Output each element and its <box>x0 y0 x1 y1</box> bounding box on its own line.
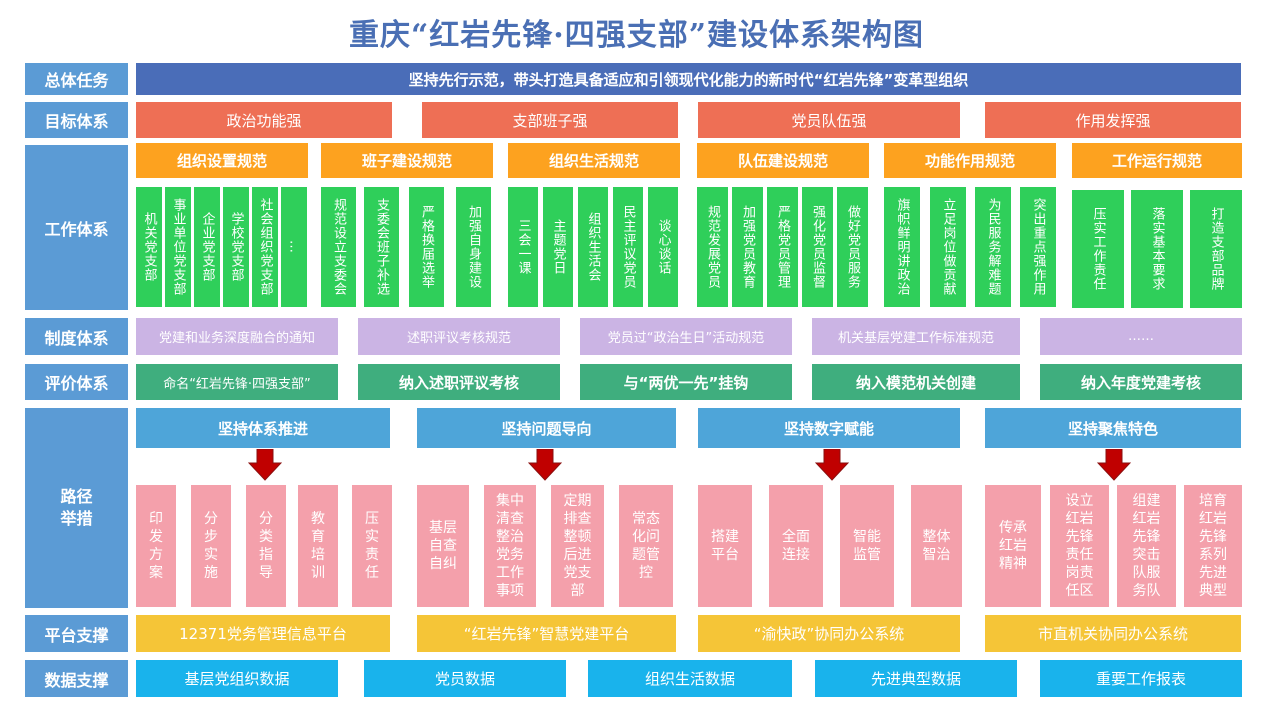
work-item: 打造支部品牌 <box>1190 190 1242 308</box>
data-box: 组织生活数据 <box>588 660 792 697</box>
work-item: 组织生活会 <box>578 187 608 307</box>
row-header-eval: 评价体系 <box>25 364 128 400</box>
path-item: 传承红岩精神 <box>985 485 1041 607</box>
work-item: … <box>281 187 307 307</box>
work-item: 突出重点强作用 <box>1020 187 1056 307</box>
down-arrow-icon <box>815 449 849 481</box>
path-title: 坚持体系推进 <box>136 408 390 448</box>
work-group-title: 队伍建设规范 <box>697 143 869 178</box>
row-header-task: 总体任务 <box>25 63 128 95</box>
down-arrow-icon <box>1097 449 1131 481</box>
work-item: 谈心谈话 <box>648 187 678 307</box>
work-item: 立足岗位做贡献 <box>930 187 966 307</box>
system-box: …… <box>1040 318 1242 355</box>
work-item: 为民服务解难题 <box>975 187 1011 307</box>
work-item: 机关党支部 <box>136 187 162 307</box>
eval-box: 与“两优一先”挂钩 <box>580 364 792 400</box>
work-item: 加强党员教育 <box>732 187 763 307</box>
system-box: 述职评议考核规范 <box>358 318 560 355</box>
row-header-system: 制度体系 <box>25 318 128 355</box>
row-header-platform: 平台支撑 <box>25 615 128 652</box>
work-group-title: 组织设置规范 <box>136 143 308 178</box>
platform-box: “渝快政”协同办公系统 <box>698 615 960 652</box>
work-item: 规范设立支委会 <box>321 187 356 307</box>
path-title: 坚持问题导向 <box>417 408 676 448</box>
path-item: 分类指导 <box>246 485 286 607</box>
goal-box: 政治功能强 <box>136 102 392 138</box>
path-item: 教育培训 <box>298 485 338 607</box>
path-item: 集中清查整治党务工作事项 <box>484 485 536 607</box>
work-item: 支委会班子补选 <box>364 187 399 307</box>
data-box: 基层党组织数据 <box>136 660 338 697</box>
work-item: 强化党员监督 <box>802 187 833 307</box>
path-item: 搭建平台 <box>698 485 752 607</box>
path-item: 设立红岩先锋责任岗责任区 <box>1050 485 1109 607</box>
data-box: 党员数据 <box>364 660 566 697</box>
goal-box: 支部班子强 <box>422 102 678 138</box>
work-item: 做好党员服务 <box>837 187 868 307</box>
row-header-path: 路径举措 <box>25 408 128 608</box>
work-item: 严格党员管理 <box>767 187 798 307</box>
path-item: 常态化问题管控 <box>619 485 673 607</box>
system-box: 机关基层党建工作标准规范 <box>812 318 1020 355</box>
work-item: 加强自身建设 <box>456 187 491 307</box>
work-item: 压实工作责任 <box>1072 190 1124 308</box>
path-item: 全面连接 <box>769 485 823 607</box>
work-item: 主题党日 <box>543 187 573 307</box>
path-title: 坚持数字赋能 <box>698 408 960 448</box>
data-box: 重要工作报表 <box>1040 660 1242 697</box>
eval-box: 纳入模范机关创建 <box>812 364 1020 400</box>
path-item: 组建红岩先锋突击队服务队 <box>1117 485 1176 607</box>
work-item: 三会一课 <box>508 187 538 307</box>
goal-box: 党员队伍强 <box>698 102 960 138</box>
row-header-path-label: 路径举措 <box>60 487 93 528</box>
work-group-title: 班子建设规范 <box>321 143 493 178</box>
work-group-title: 组织生活规范 <box>508 143 680 178</box>
path-item: 培育红岩先锋系列先进典型 <box>1184 485 1242 607</box>
platform-box: “红岩先锋”智慧党建平台 <box>417 615 676 652</box>
work-item: 旗帜鲜明讲政治 <box>884 187 920 307</box>
down-arrow-icon <box>528 449 562 481</box>
path-title: 坚持聚焦特色 <box>985 408 1241 448</box>
row-header-work: 工作体系 <box>25 145 128 310</box>
work-item: 企业党支部 <box>194 187 220 307</box>
eval-box: 纳入述职评议考核 <box>358 364 560 400</box>
system-box: 党建和业务深度融合的通知 <box>136 318 338 355</box>
path-item: 智能监管 <box>840 485 894 607</box>
work-item: 事业单位党支部 <box>165 187 191 307</box>
work-item: 社会组织党支部 <box>252 187 278 307</box>
path-item: 印发方案 <box>136 485 176 607</box>
down-arrow-icon <box>248 449 282 481</box>
eval-box: 命名“红岩先锋·四强支部” <box>136 364 338 400</box>
platform-box: 12371党务管理信息平台 <box>136 615 390 652</box>
data-box: 先进典型数据 <box>815 660 1017 697</box>
platform-box: 市直机关协同办公系统 <box>985 615 1241 652</box>
path-item: 压实责任 <box>352 485 392 607</box>
work-group-title: 功能作用规范 <box>884 143 1056 178</box>
eval-box: 纳入年度党建考核 <box>1040 364 1242 400</box>
work-item: 落实基本要求 <box>1131 190 1183 308</box>
row-header-data: 数据支撑 <box>25 660 128 697</box>
work-item: 民主评议党员 <box>613 187 643 307</box>
goal-box: 作用发挥强 <box>985 102 1241 138</box>
row-header-goal: 目标体系 <box>25 102 128 138</box>
path-item: 整体智治 <box>911 485 962 607</box>
path-item: 分步实施 <box>191 485 231 607</box>
work-item: 规范发展党员 <box>697 187 728 307</box>
work-group-title: 工作运行规范 <box>1072 143 1242 178</box>
path-item: 基层自查自纠 <box>417 485 469 607</box>
work-item: 学校党支部 <box>223 187 249 307</box>
path-item: 定期排查整顿后进党支部 <box>551 485 604 607</box>
task-banner: 坚持先行示范，带头打造具备适应和引领现代化能力的新时代“红岩先锋”变革型组织 <box>136 63 1241 95</box>
system-box: 党员过“政治生日”活动规范 <box>580 318 792 355</box>
page-title: 重庆“红岩先锋·四强支部”建设体系架构图 <box>349 18 924 53</box>
work-item: 严格换届选举 <box>409 187 444 307</box>
